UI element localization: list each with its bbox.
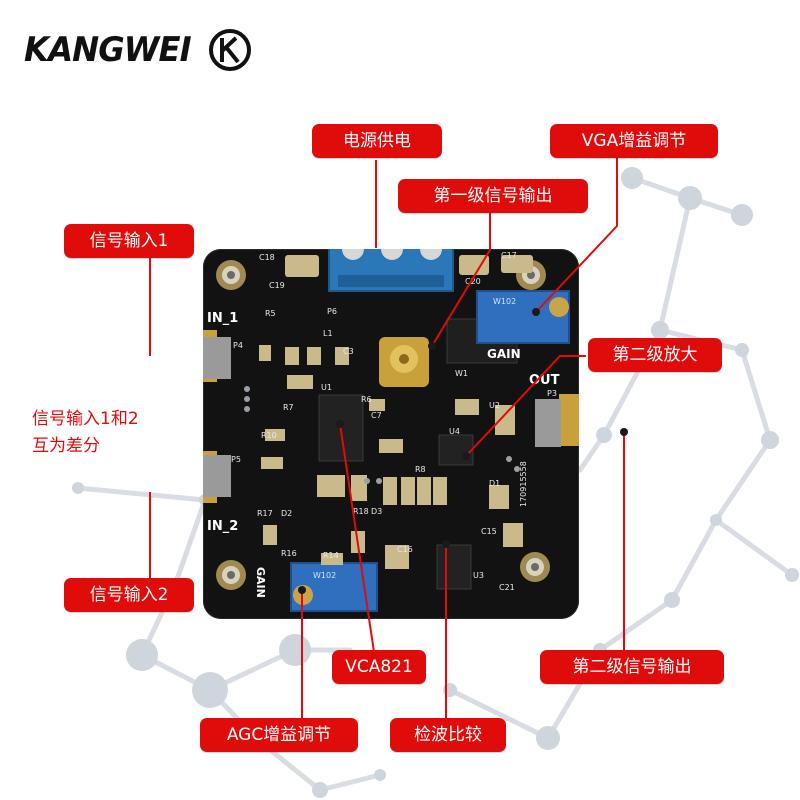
- brand-logo: KANGWEI: [24, 22, 251, 78]
- callout-vga-gain-adjust: VGA增益调节: [550, 124, 718, 158]
- silk-r14: R14: [323, 551, 339, 560]
- silk-u2: U2: [489, 401, 500, 410]
- silk-c20: C20: [465, 277, 481, 286]
- silk-w1: W1: [455, 369, 468, 378]
- pot-top-code: W102: [493, 297, 517, 306]
- silk-c17: C17: [501, 251, 517, 260]
- callout-signal-input-2: 信号输入2: [64, 578, 194, 612]
- silk-in2: IN_2: [207, 519, 239, 534]
- silk-p3: P3: [547, 389, 557, 398]
- callout-signal-input-1: 信号输入1: [64, 224, 194, 258]
- silk-c16: C16: [397, 545, 413, 554]
- agc-amplifier-board: IN_1 IN_2 OUT GAIN GAIN U1 U2 U3 U4 P4 P…: [203, 249, 579, 619]
- silk-r10: R10: [261, 431, 277, 440]
- kangwei-emblem-icon: [209, 29, 251, 71]
- differential-note-line1: 信号输入1和2: [32, 409, 139, 429]
- silk-p4: P4: [233, 341, 243, 350]
- silk-r17: R17: [257, 509, 273, 518]
- callout-stage2-output: 第二级信号输出: [540, 650, 724, 684]
- silk-c21: C21: [499, 583, 515, 592]
- silk-u3: U3: [473, 571, 484, 580]
- silk-u4: U4: [449, 427, 460, 436]
- silk-c15: C15: [481, 527, 497, 536]
- callout-agc-gain-adjust: AGC增益调节: [200, 718, 358, 752]
- brand-name: KANGWEI: [24, 30, 192, 70]
- silk-c3: C3: [343, 347, 354, 356]
- silk-d3: D3: [371, 507, 383, 516]
- callout-power-supply: 电源供电: [312, 124, 442, 158]
- pot-bottom-code: W102: [313, 571, 337, 580]
- silk-c18: C18: [259, 253, 275, 262]
- silk-in1: IN_1: [207, 311, 239, 326]
- silk-r16: R16: [281, 549, 297, 558]
- differential-note: 信号输入1和2 互为差分: [32, 406, 139, 460]
- board-components: [203, 249, 579, 612]
- callout-stage2-amplifier: 第二级放大: [588, 338, 722, 372]
- silk-r6: R6: [361, 395, 372, 404]
- silk-p5: P5: [231, 455, 241, 464]
- silk-r5: R5: [265, 309, 276, 318]
- callout-stage1-output: 第一级信号输出: [398, 179, 588, 213]
- silk-u1: U1: [321, 383, 332, 392]
- differential-note-line2: 互为差分: [32, 436, 100, 456]
- silk-gain-right: GAIN: [487, 347, 521, 361]
- silk-r18: R18: [353, 507, 369, 516]
- silk-d2: D2: [281, 509, 293, 518]
- silk-c19: C19: [269, 281, 285, 290]
- silk-r7: R7: [283, 403, 294, 412]
- silk-l1: L1: [323, 329, 333, 338]
- silk-d1: D1: [489, 479, 501, 488]
- silk-r8: R8: [415, 465, 426, 474]
- silk-p6: P6: [327, 307, 337, 316]
- silk-out: OUT: [529, 373, 560, 388]
- callout-vca821: VCA821: [332, 650, 426, 684]
- callout-detect-compare: 检波比较: [390, 718, 506, 752]
- silk-c7: C7: [371, 411, 382, 420]
